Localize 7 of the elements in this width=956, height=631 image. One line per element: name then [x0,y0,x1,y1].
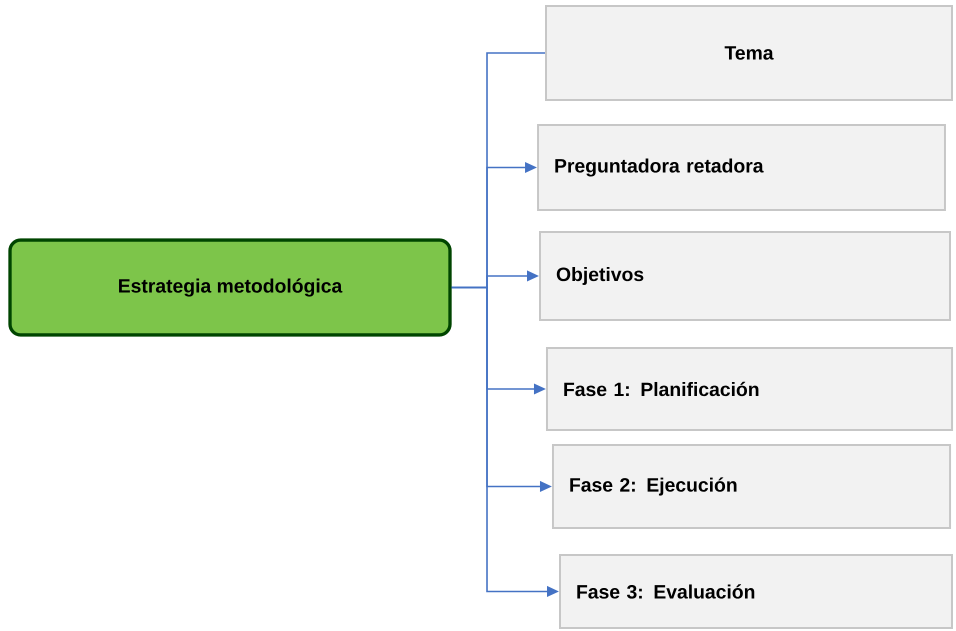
item-box: Fase 2: Ejecución [552,444,952,529]
item-box: Tema [545,5,953,101]
item-box: Fase 3: Evaluación [559,554,953,630]
item-box: Preguntadora retadora [537,124,946,212]
item-box: Objetivos [539,231,951,321]
topic-box: Estrategia metodológica [8,238,452,337]
item-box: Fase 1: Planificación [546,347,954,431]
